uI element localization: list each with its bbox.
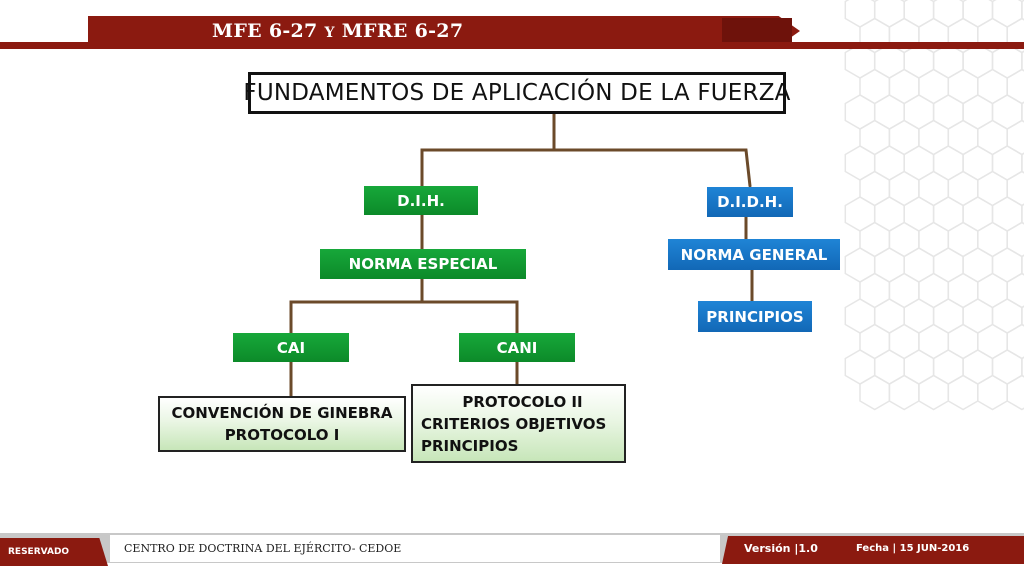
title-banner [88,16,800,46]
footer-version-tab [722,536,1024,564]
footer-panel [110,535,720,562]
version-label: Versión | [744,542,799,555]
connector-norma-especial-split [289,276,519,335]
footer-classification-tab [0,538,108,566]
title-banner-accent [722,18,792,42]
cani-detail-line-1: PROTOCOLO II [462,392,583,411]
connector-root-branch [420,148,752,188]
slide-title: MFE 6-27 Y MFRE 6-27 [212,20,463,42]
cani-detail-line-2: CRITERIOS OBJETIVOS [421,414,607,433]
node-cai: CAI [233,333,349,362]
node-cani: CANI [459,333,575,362]
slide-title-conjunction: Y [324,25,335,41]
node-cai-detail: CONVENCIÓN DE GINEBRA PROTOCOLO I [158,396,406,452]
node-cani-detail: PROTOCOLO II CRITERIOS OBJETIVOS PRINCIP… [411,384,626,463]
version-info: Versión |1.0 [744,542,818,555]
cai-detail-line-2: PROTOCOLO I [224,426,340,444]
slide-title-part2: MFRE 6-27 [334,20,464,42]
slide-title-part1: MFE 6-27 [212,20,325,42]
root-node: FUNDAMENTOS DE APLICACIÓN DE LA FUERZA [243,72,790,114]
date-label: Fecha | [856,543,897,554]
node-principios-didh: PRINCIPIOS [698,301,812,332]
cai-detail-line-1: CONVENCIÓN DE GINEBRA [171,404,393,422]
version-value: 1.0 [798,542,818,555]
organization-name: CENTRO DE DOCTRINA DEL EJÉRCITO- CEDOE [124,542,402,555]
node-didh: D.I.D.H. [707,187,793,217]
node-norma-especial: NORMA ESPECIAL [320,249,526,279]
hexagon-tile [1006,374,1024,411]
node-norma-general: NORMA GENERAL [668,239,840,270]
date-value: 15 JUN-2016 [899,543,970,554]
classification-label: RESERVADO [8,547,70,557]
date-info: Fecha | 15 JUN-2016 [856,543,969,554]
cani-detail-line-3: PRINCIPIOS [421,436,519,455]
node-dih: D.I.H. [364,186,478,215]
